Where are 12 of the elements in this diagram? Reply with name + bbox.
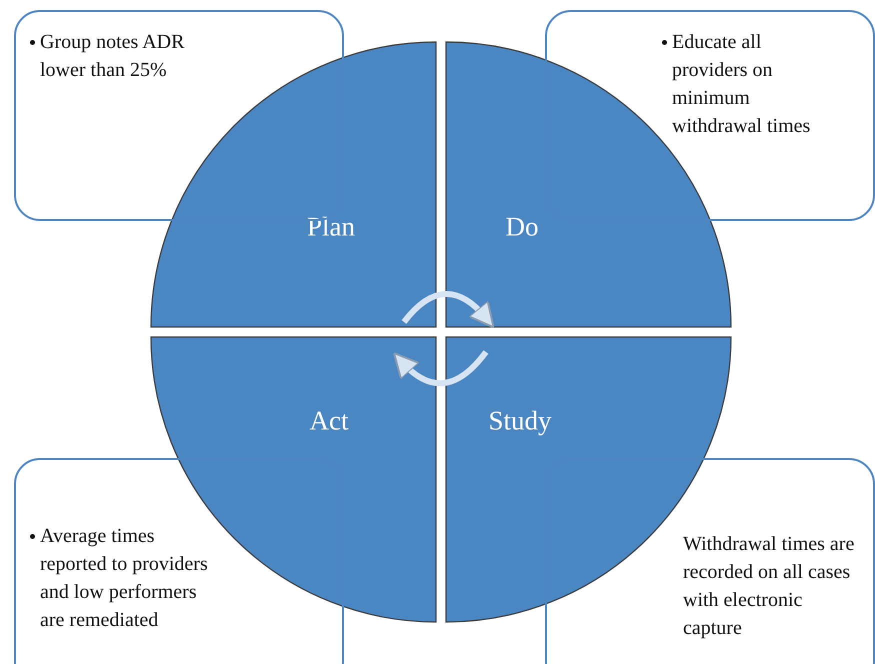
phase-label: Do (506, 212, 538, 242)
cycle-arrow (392, 350, 488, 386)
note-text: Average times reported to providers and low performers are remediated (40, 524, 209, 633)
phase-label: Study (488, 406, 552, 436)
note-text: Group notes ADR lower than 25% (40, 30, 186, 83)
cycle-arrow (402, 291, 495, 328)
note-box (14, 458, 344, 664)
phase-label: Act (310, 406, 348, 436)
note-text: Educate all providers on minimum withdrawal times (672, 30, 812, 139)
note-box (545, 10, 875, 221)
note-text: Withdrawal times are recorded on all cases with electronic capture (683, 532, 856, 641)
note-box (545, 458, 875, 664)
